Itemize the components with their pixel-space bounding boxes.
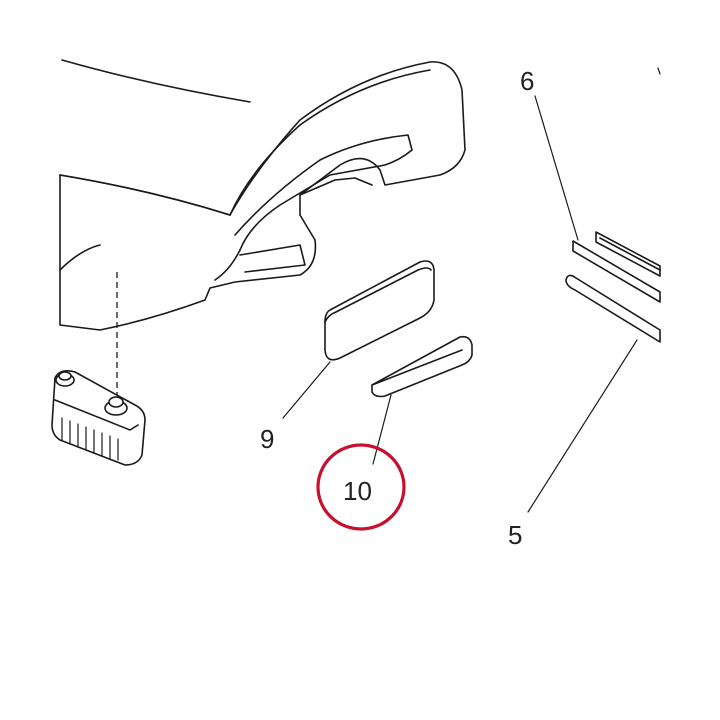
part-9-pad [324, 260, 435, 361]
callout-label-5: 5 [508, 520, 522, 550]
leader-line-6 [534, 95, 579, 241]
callout-label-10: 10 [343, 476, 372, 506]
screw-left-icon [55, 371, 75, 387]
screw-right-icon [104, 396, 128, 416]
part-5-rod [565, 274, 661, 343]
leader-line-9 [282, 361, 331, 419]
part-10-wedge [371, 335, 473, 398]
bracket-fins [61, 417, 119, 461]
leader-line-5 [527, 339, 638, 513]
part-6-rods [572, 231, 661, 303]
edge-tick-mark [657, 67, 661, 75]
highlight-circle [316, 443, 406, 531]
leader-line-10 [372, 394, 392, 465]
callout-label-9: 9 [260, 424, 274, 454]
callout-label-6: 6 [520, 66, 534, 96]
housing-body [59, 59, 466, 331]
mounting-bracket [51, 370, 146, 466]
